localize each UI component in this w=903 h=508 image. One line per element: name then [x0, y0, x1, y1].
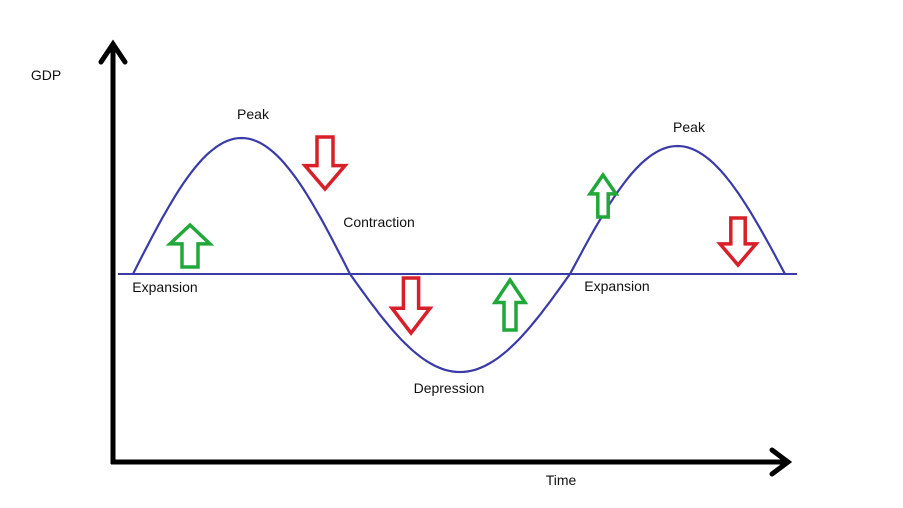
- up-arrow-icon: [491, 276, 529, 332]
- down-arrow-icon: [301, 135, 349, 192]
- y-axis-arrowhead: [98, 39, 128, 65]
- peak-label-2: Peak: [673, 119, 705, 135]
- gdp-cycle-curve: [132, 136, 786, 374]
- contraction-label: Contraction: [343, 214, 415, 230]
- y-axis-label: GDP: [30, 67, 62, 83]
- x-axis-arrowhead: [769, 447, 793, 477]
- depression-label: Depression: [413, 380, 485, 396]
- up-arrow-icon: [586, 171, 620, 219]
- peak-label-1: Peak: [237, 106, 269, 122]
- up-arrow-icon: [165, 222, 215, 269]
- down-arrow-icon: [388, 276, 434, 336]
- x-axis-label: Time: [545, 472, 577, 488]
- expansion-label-2: Expansion: [584, 278, 650, 294]
- expansion-label-1: Expansion: [132, 279, 198, 295]
- down-arrow-icon: [716, 216, 760, 268]
